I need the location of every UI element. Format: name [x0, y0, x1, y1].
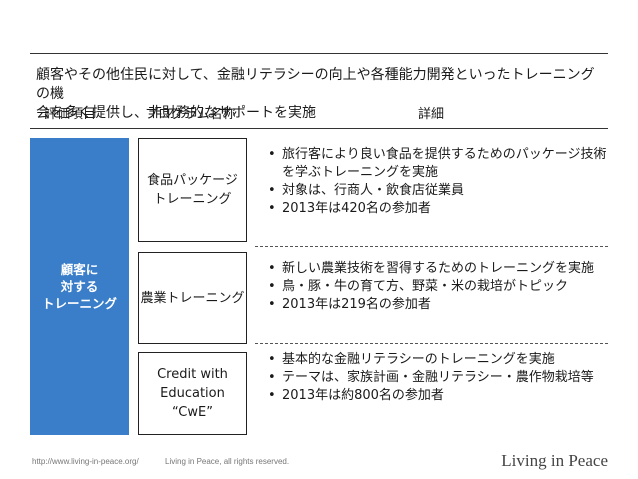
detail-bullet: 旅行客により良い食品を提供するためのパッケージ技術を学ぶトレーニングを実施: [265, 146, 610, 182]
sidebar-line-3: トレーニング: [41, 296, 117, 311]
detail-bullet: 2013年は420名の参加者: [265, 200, 610, 218]
brand-logo-text: Living in Peace: [501, 451, 608, 470]
top-divider: [30, 53, 608, 54]
detail-bullet: 2013年は219名の参加者: [265, 296, 610, 314]
detail-bullet: 2013年は約800名の参加者: [265, 387, 610, 405]
program-box-agriculture: 農業トレーニング: [138, 252, 247, 344]
detail-bullet: 対象は、行商人・飲食店従業員: [265, 182, 610, 200]
header-program: プログラム名称: [145, 107, 236, 122]
sidebar-line-1: 顧客に: [60, 262, 99, 277]
program-name-line: 農業トレーニング: [140, 290, 245, 306]
program-details-food-packaging: 旅行客により良い食品を提供するためのパッケージ技術を学ぶトレーニングを実施 対象…: [265, 146, 610, 218]
header-item: 評価項目: [44, 107, 97, 122]
intro-line-2: 会を多く提供し、非財務的なサポートを実施: [36, 105, 316, 121]
footer-rights: Living in Peace, all rights reserved.: [165, 457, 290, 466]
footer-url: http://www.living-in-peace.org/: [32, 457, 139, 466]
detail-bullet: 基本的な金融リテラシーのトレーニングを実施: [265, 351, 610, 369]
row-divider: [255, 246, 608, 247]
category-sidebar: 顧客に 対する トレーニング: [30, 138, 129, 435]
program-name-line: Education “CwE”: [160, 386, 225, 420]
detail-bullet: テーマは、家族計画・金融リテラシー・農作物栽培等: [265, 369, 610, 387]
program-name-line: 食品パッケージ: [147, 173, 238, 188]
header-detail: 詳細: [418, 107, 445, 122]
detail-bullet: 鳥・豚・牛の育て方、野菜・米の栽培がトピック: [265, 278, 610, 296]
program-details-cwe: 基本的な金融リテラシーのトレーニングを実施 テーマは、家族計画・金融リテラシー・…: [265, 351, 610, 405]
detail-bullet: 新しい農業技術を習得するためのトレーニングを実施: [265, 260, 610, 278]
program-name-line: Credit with: [157, 367, 228, 382]
intro-text: 顧客やその他住民に対して、金融リテラシーの向上や各種能力開発といったトレーニング…: [36, 66, 602, 123]
header-divider: [30, 128, 608, 129]
program-box-cwe: Credit with Education “CwE”: [138, 352, 247, 435]
intro-line-1: 顧客やその他住民に対して、金融リテラシーの向上や各種能力開発といったトレーニング…: [36, 67, 595, 102]
program-name-line: トレーニング: [153, 192, 232, 207]
program-details-agriculture: 新しい農業技術を習得するためのトレーニングを実施 鳥・豚・牛の育て方、野菜・米の…: [265, 260, 610, 314]
program-box-food-packaging: 食品パッケージ トレーニング: [138, 138, 247, 242]
sidebar-line-2: 対する: [60, 279, 99, 294]
row-divider: [255, 343, 608, 344]
